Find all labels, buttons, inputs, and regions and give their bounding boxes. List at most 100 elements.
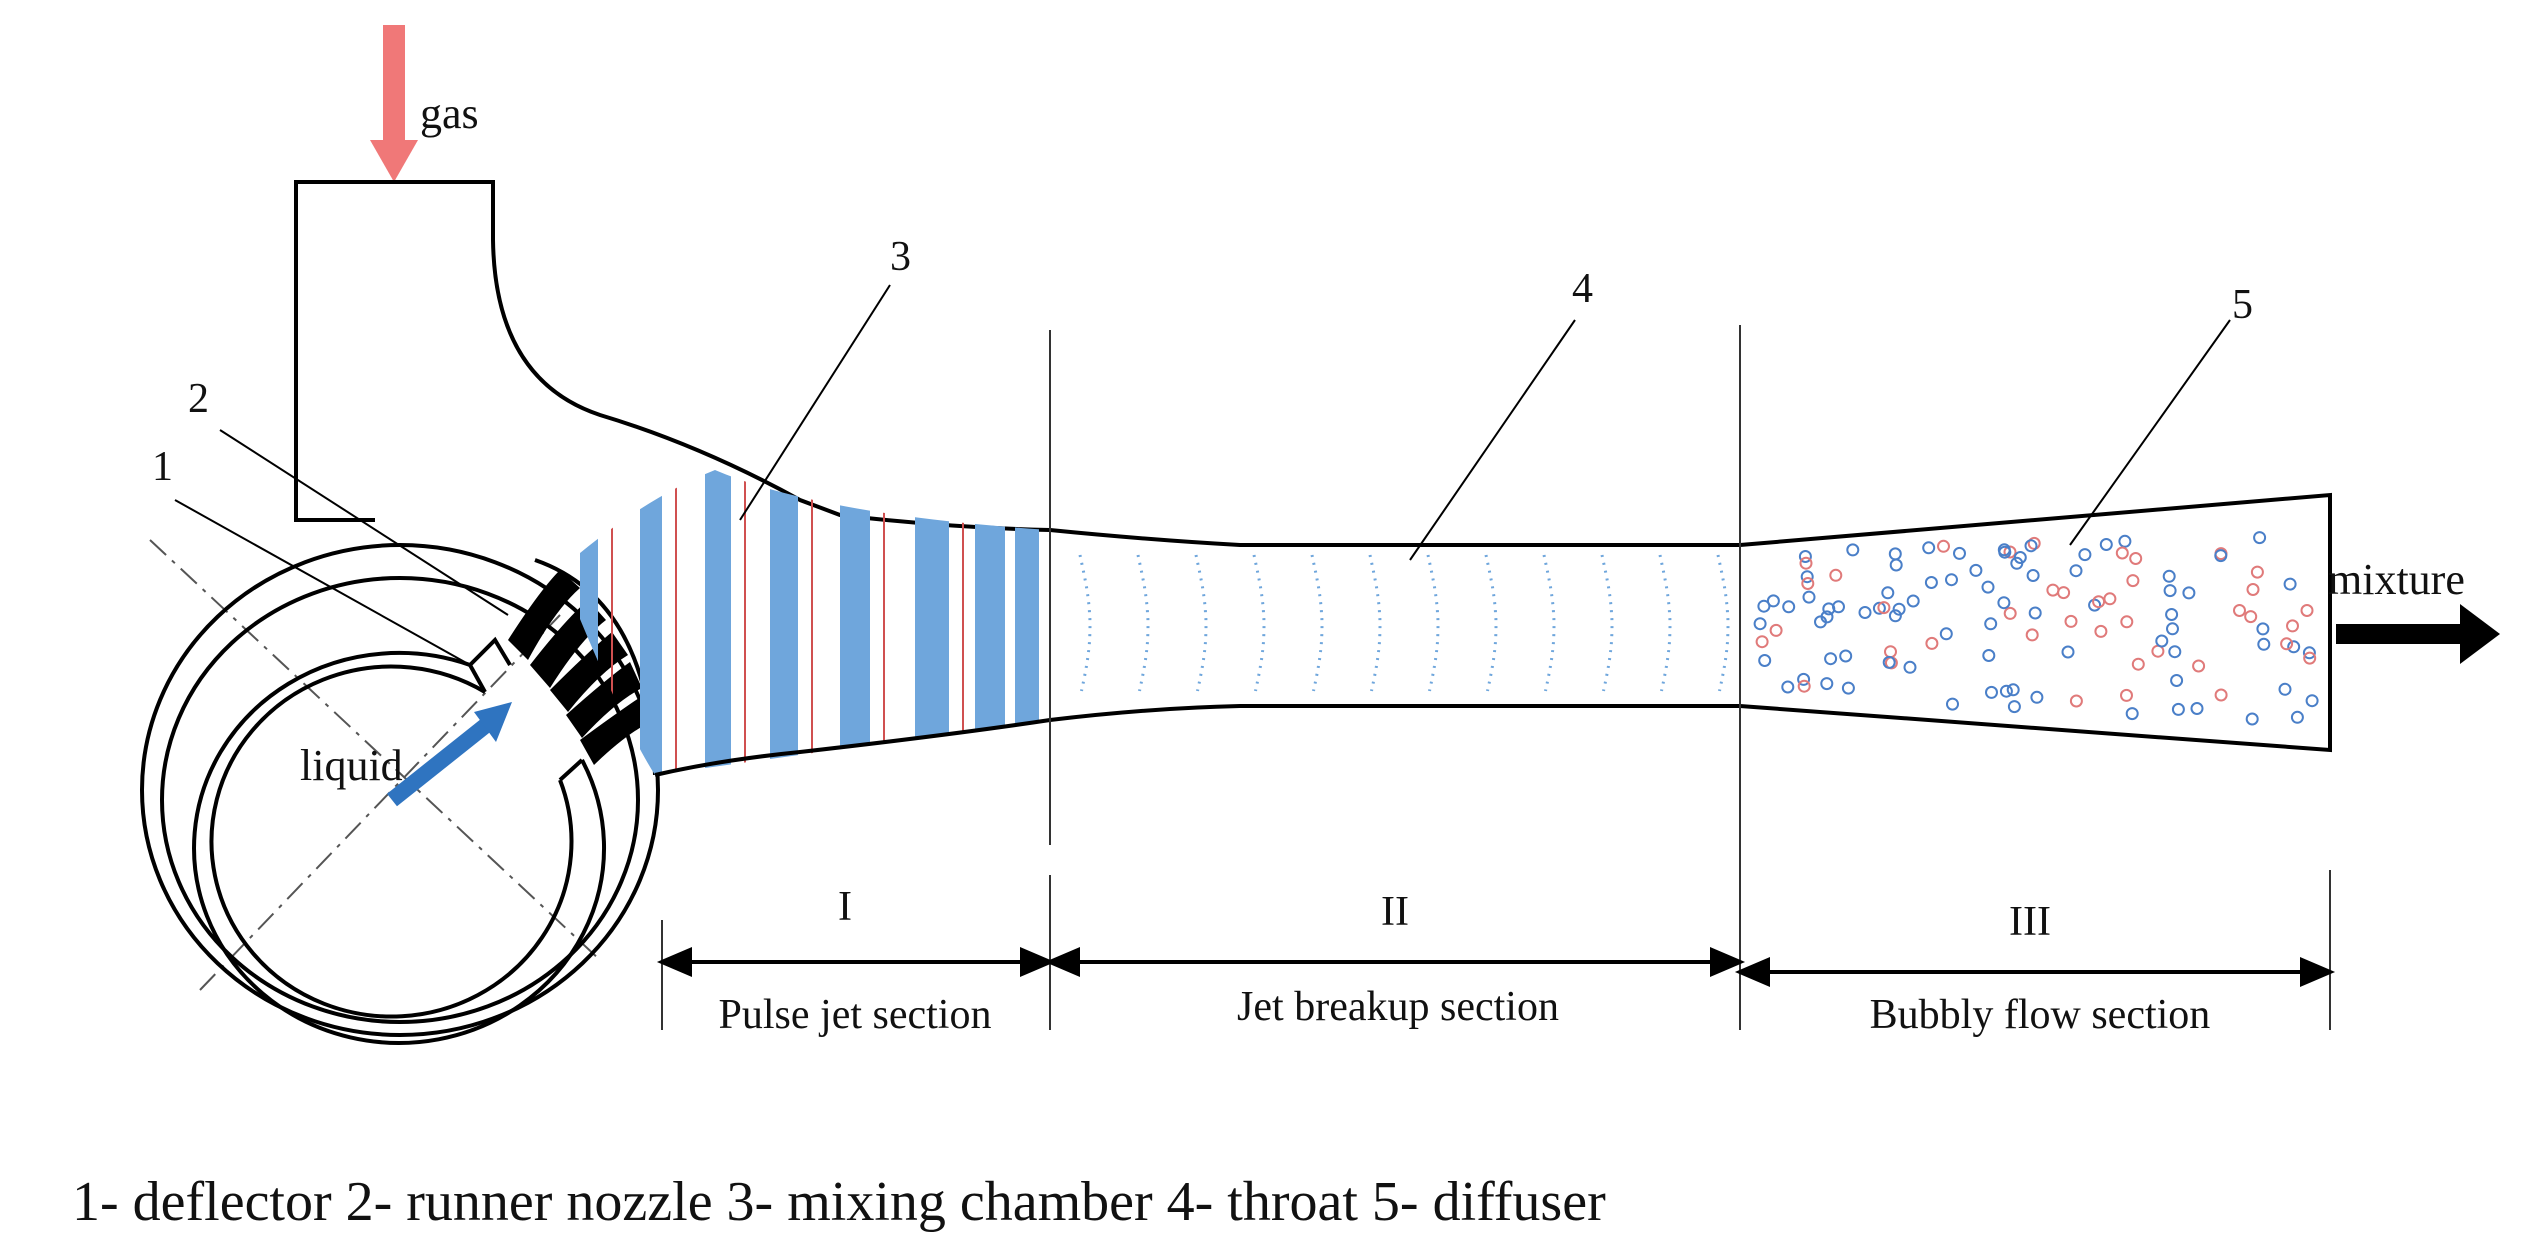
bubble [2078,548,2092,562]
mixture-label: mixture [2328,555,2465,604]
mix-band [975,470,1005,775]
callout-4: 4 [1572,266,1593,312]
bubble [1889,558,1903,572]
section-1-name: Pulse jet section [719,992,992,1038]
bubble [2069,694,2083,708]
bubble [1797,672,1811,686]
bubble [2287,640,2301,654]
bubble [1945,573,1958,587]
bubble [2163,584,2177,598]
bubble [2244,610,2258,624]
gas-inlet-pipe [294,180,1051,532]
throat-wave-line [1310,554,1324,692]
callout-3: 3 [890,234,911,280]
bubble [1939,627,1953,641]
throat-wave-line [1600,554,1614,692]
throat-wave-line [1658,554,1672,692]
bubble [2214,688,2228,702]
bubble [2300,604,2314,617]
bubble [1781,680,1795,694]
bubble [1841,681,1855,695]
runner-nozzle [508,570,650,765]
throat-wave-line [1484,554,1498,692]
bubble [2129,552,2143,565]
bubble [1882,655,1896,669]
callout-5: 5 [2232,282,2253,328]
bubble [2166,622,2179,636]
bubble [1922,541,1936,555]
bubble [1953,546,1966,560]
bubble [1858,606,1872,619]
bubble [2280,637,2294,651]
mix-band [840,470,870,775]
bubble [1981,580,1995,594]
bubble [1758,654,1772,667]
mixing-chamber-bands [580,470,1039,775]
bubble [2256,622,2270,636]
bubble [1799,556,1813,570]
bubble [1925,636,1939,650]
bubble [2131,657,2145,671]
bubble [1872,601,1886,615]
bubble [2120,615,2134,629]
deflector [192,636,607,1045]
bubble [2302,646,2316,660]
mix-band [705,470,731,775]
bubble [2245,712,2259,726]
bubble [1937,539,1950,553]
liquid-label: liquid [300,741,403,790]
bubble [2246,583,2260,596]
bubble [2305,694,2319,708]
throat-wave-line [1426,554,1440,692]
bubble [2165,608,2179,621]
bubble [1999,684,2013,698]
bubble [1997,543,2011,557]
bubble [2115,546,2129,560]
section-3-numeral: III [2009,899,2051,945]
bubble [2027,536,2041,550]
bubble [2168,645,2182,659]
callout-leaders [174,284,2231,666]
section-dividers [661,325,2331,1030]
bubble [2069,564,2083,578]
bubble [2099,538,2113,551]
section-1-numeral: I [838,884,852,930]
bubble [2003,545,2017,559]
bubble [1846,543,1860,557]
mixing-chamber-outline [654,718,1051,777]
bubble [2170,674,2184,687]
bubble [2190,702,2204,715]
bubble [2283,577,2297,591]
bubble [1757,599,1771,613]
throat-wave-line [1368,554,1382,692]
bubble [2025,628,2039,642]
bubble [2007,700,2021,714]
section-3-name: Bubbly flow section [1870,992,2211,1038]
section-arrows [656,946,2336,988]
bubble [2003,606,2017,620]
bubble [1820,677,1834,691]
bubble [2026,569,2040,582]
bubble [2278,682,2292,696]
bubble [1881,586,1895,600]
bubble [1984,617,1998,631]
bubble [1982,649,1996,662]
bubble [1903,660,1917,674]
bubble [2006,683,2020,697]
bubble [1832,600,1845,614]
throat-outline [1049,528,1740,722]
mix-band [1015,470,1039,775]
bubble [2253,531,2267,545]
bubble [1906,594,1920,608]
bubble [1769,623,1783,637]
bubble [2057,586,2071,600]
callout-1: 1 [152,444,173,490]
bubble [2155,634,2169,648]
mix-band [770,470,798,775]
bubble [2162,569,2176,583]
bubble [2094,624,2108,638]
throat-wave-line [1136,554,1150,692]
bubble [1798,550,1812,563]
throat-wave-line [1078,554,1092,692]
bubble [1814,615,1827,629]
